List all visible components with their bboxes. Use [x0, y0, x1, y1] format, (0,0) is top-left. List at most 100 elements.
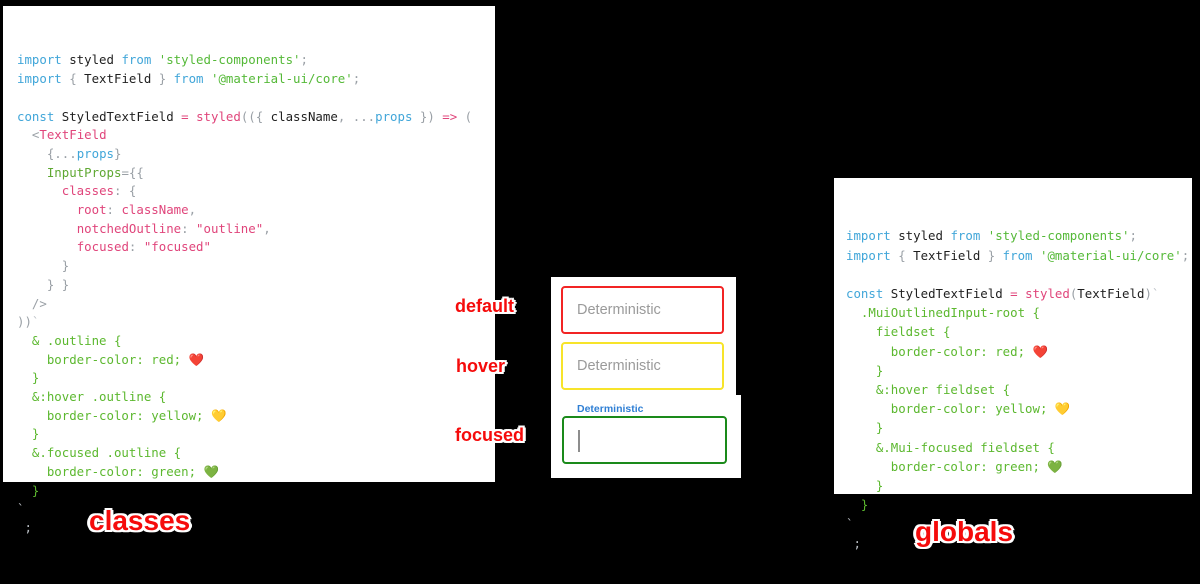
code-token [17, 165, 47, 180]
code-line: border-color: yellow; 💛 [846, 399, 1192, 418]
code-lines-globals: import styled from 'styled-components';i… [846, 226, 1192, 552]
code-line: <TextField [17, 126, 495, 145]
code-line: root: className, [17, 201, 495, 220]
code-token: } [17, 482, 40, 498]
code-token: } [846, 420, 884, 436]
callout-default: default [455, 296, 515, 316]
code-token: ... [352, 108, 376, 124]
code-token: ` [31, 314, 40, 330]
code-token: className [270, 108, 338, 124]
code-line: &:hover fieldset { [846, 380, 1192, 399]
code-token: from [113, 52, 159, 68]
code-lines-classes: import styled from 'styled-components';i… [17, 51, 495, 537]
code-token: < [17, 127, 40, 143]
code-token: &:hover fieldset { [846, 382, 1011, 398]
code-token: .MuiOutlinedInput-root { [846, 305, 1040, 321]
code-token [17, 183, 62, 198]
code-token: styled [898, 228, 943, 244]
code-line: fieldset { [846, 322, 1192, 341]
code-token: } [151, 71, 174, 87]
code-token [17, 202, 77, 217]
code-line: const StyledTextField = styled(({ classN… [17, 108, 495, 127]
code-line: focused: "focused" [17, 238, 495, 257]
code-token: classes [61, 183, 114, 199]
code-line [17, 89, 495, 108]
callout-hover: hover [456, 356, 506, 376]
code-token: ) [1144, 286, 1152, 302]
code-line: .MuiOutlinedInput-root { [846, 303, 1192, 322]
code-token: {... [17, 145, 77, 161]
code-token: ` [846, 516, 854, 532]
code-token: (({ [240, 108, 271, 124]
code-token: StyledTextField [890, 286, 1003, 302]
code-token: border-color: yellow; 💛 [846, 401, 1071, 417]
code-token: , [188, 202, 197, 218]
code-token: root [76, 202, 107, 218]
code-line: import styled from 'styled-components'; [846, 226, 1192, 245]
code-token: from [942, 228, 988, 244]
code-token: ` [1151, 286, 1160, 302]
code-token: ={{ [121, 164, 144, 180]
code-line: } [17, 369, 495, 388]
code-token: import [846, 247, 899, 263]
code-token: border-color: yellow; 💛 [17, 407, 227, 423]
code-line: } } [17, 276, 495, 295]
code-line: border-color: yellow; 💛 [17, 407, 495, 426]
code-token: { [69, 71, 85, 87]
code-token: import [17, 71, 70, 87]
textfield-focused[interactable]: Deterministic [562, 404, 727, 464]
textfield-default[interactable]: Deterministic [561, 286, 724, 334]
code-line: /> [17, 295, 495, 314]
code-token: const [17, 108, 62, 124]
textfield-focused-label: Deterministic [573, 404, 648, 414]
code-token: InputProps [46, 164, 122, 180]
textfield-default-text: Deterministic [577, 302, 661, 318]
code-token [17, 239, 77, 254]
title-globals: globals [915, 516, 1014, 547]
code-line: import { TextField } from '@material-ui/… [17, 70, 495, 89]
code-token: focused [76, 239, 129, 255]
code-token: ( [464, 108, 473, 124]
code-line: import { TextField } from '@material-ui/… [846, 246, 1192, 265]
code-token: border-color: red; ❤️ [846, 343, 1048, 359]
code-token: from [173, 71, 211, 87]
code-token: StyledTextField [61, 108, 174, 124]
code-token: ; [352, 71, 361, 87]
code-line: {...props} [17, 145, 495, 164]
code-line: ; [17, 519, 495, 538]
code-token: TextField [84, 71, 152, 87]
code-token: /> [17, 295, 47, 311]
code-token: , [263, 220, 271, 236]
code-token: import [846, 228, 899, 244]
code-line: } [846, 476, 1192, 495]
code-line: border-color: red; ❤️ [846, 342, 1192, 361]
code-token: notchedOutline [76, 220, 182, 236]
code-token: : [106, 202, 122, 218]
code-token [17, 221, 77, 236]
code-token: styled [69, 52, 114, 68]
textfield-hover[interactable]: Deterministic [561, 342, 724, 390]
code-token: , [337, 108, 353, 124]
code-token: } [846, 497, 869, 513]
code-line: } [17, 482, 495, 501]
code-token: } [846, 478, 884, 494]
code-token: &:hover .outline { [17, 389, 167, 405]
code-line: } [846, 418, 1192, 437]
code-token: : [128, 239, 144, 255]
code-token: TextField [1077, 286, 1145, 302]
code-line: } [17, 425, 495, 444]
code-token: &.focused .outline { [17, 445, 182, 461]
code-token: ; [1181, 247, 1190, 263]
code-token: border-color: red; ❤️ [17, 351, 205, 367]
code-line: & .outline { [17, 332, 495, 351]
code-token: : [181, 220, 197, 236]
code-token: 'styled-components' [158, 52, 301, 68]
code-token: ` [17, 501, 25, 517]
code-line: notchedOutline: "outline", [17, 220, 495, 239]
code-panel-globals: import styled from 'styled-components';i… [834, 178, 1192, 551]
code-token: styled [196, 108, 241, 124]
title-classes: classes [89, 505, 191, 536]
code-line: ` [17, 500, 495, 519]
code-token: TextField [39, 127, 107, 143]
code-line: } [846, 495, 1192, 514]
